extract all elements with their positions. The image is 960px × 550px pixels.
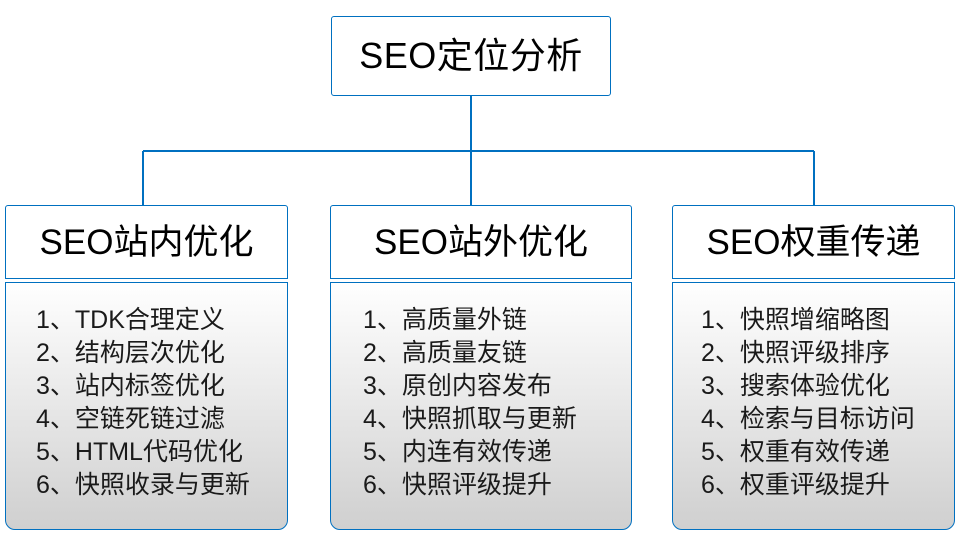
branch-column-weight: SEO权重传递 1、快照增缩略图 2、快照评级排序 3、搜索体验优化 4、检索与… (672, 205, 955, 530)
list-item: 6、快照评级提升 (363, 471, 552, 499)
branch-list-offsite: 1、高质量外链 2、高质量友链 3、原创内容发布 4、快照抓取与更新 5、内连有… (331, 304, 631, 502)
list-item: 1、高质量外链 (363, 306, 527, 334)
branch-header-offsite[interactable]: SEO站外优化 (330, 205, 632, 279)
root-node-label: SEO定位分析 (359, 35, 583, 76)
branch-list-onsite: 1、TDK合理定义 2、结构层次优化 3、站内标签优化 4、空链死链过滤 5、H… (6, 304, 287, 502)
list-item: 6、快照收录与更新 (36, 471, 250, 499)
list-item: 2、结构层次优化 (36, 339, 225, 367)
branch-title-weight: SEO权重传递 (706, 222, 921, 262)
list-item: 3、站内标签优化 (36, 372, 225, 400)
list-item: 3、原创内容发布 (363, 372, 552, 400)
list-item: 2、快照评级排序 (701, 339, 890, 367)
branch-list-weight: 1、快照增缩略图 2、快照评级排序 3、搜索体验优化 4、检索与目标访问 5、权… (673, 304, 954, 502)
branch-header-weight[interactable]: SEO权重传递 (672, 205, 955, 279)
branch-body-weight: 1、快照增缩略图 2、快照评级排序 3、搜索体验优化 4、检索与目标访问 5、权… (672, 282, 955, 530)
root-node[interactable]: SEO定位分析 (331, 16, 611, 96)
list-item: 4、空链死链过滤 (36, 405, 225, 433)
list-item: 1、快照增缩略图 (701, 306, 890, 334)
list-item: 3、搜索体验优化 (701, 372, 890, 400)
list-item: 2、高质量友链 (363, 339, 527, 367)
list-item: 1、TDK合理定义 (36, 306, 225, 334)
list-item: 6、权重评级提升 (701, 471, 890, 499)
branch-column-offsite: SEO站外优化 1、高质量外链 2、高质量友链 3、原创内容发布 4、快照抓取与… (330, 205, 632, 530)
branch-title-offsite: SEO站外优化 (374, 222, 588, 262)
branch-body-offsite: 1、高质量外链 2、高质量友链 3、原创内容发布 4、快照抓取与更新 5、内连有… (330, 282, 632, 530)
branch-column-onsite: SEO站内优化 1、TDK合理定义 2、结构层次优化 3、站内标签优化 4、空链… (5, 205, 288, 530)
list-item: 4、检索与目标访问 (701, 405, 915, 433)
branch-header-onsite[interactable]: SEO站内优化 (5, 205, 288, 279)
list-item: 5、内连有效传递 (363, 438, 552, 466)
branch-title-onsite: SEO站内优化 (39, 222, 254, 262)
list-item: 5、HTML代码优化 (36, 438, 243, 466)
branch-body-onsite: 1、TDK合理定义 2、结构层次优化 3、站内标签优化 4、空链死链过滤 5、H… (5, 282, 288, 530)
list-item: 5、权重有效传递 (701, 438, 890, 466)
list-item: 4、快照抓取与更新 (363, 405, 577, 433)
